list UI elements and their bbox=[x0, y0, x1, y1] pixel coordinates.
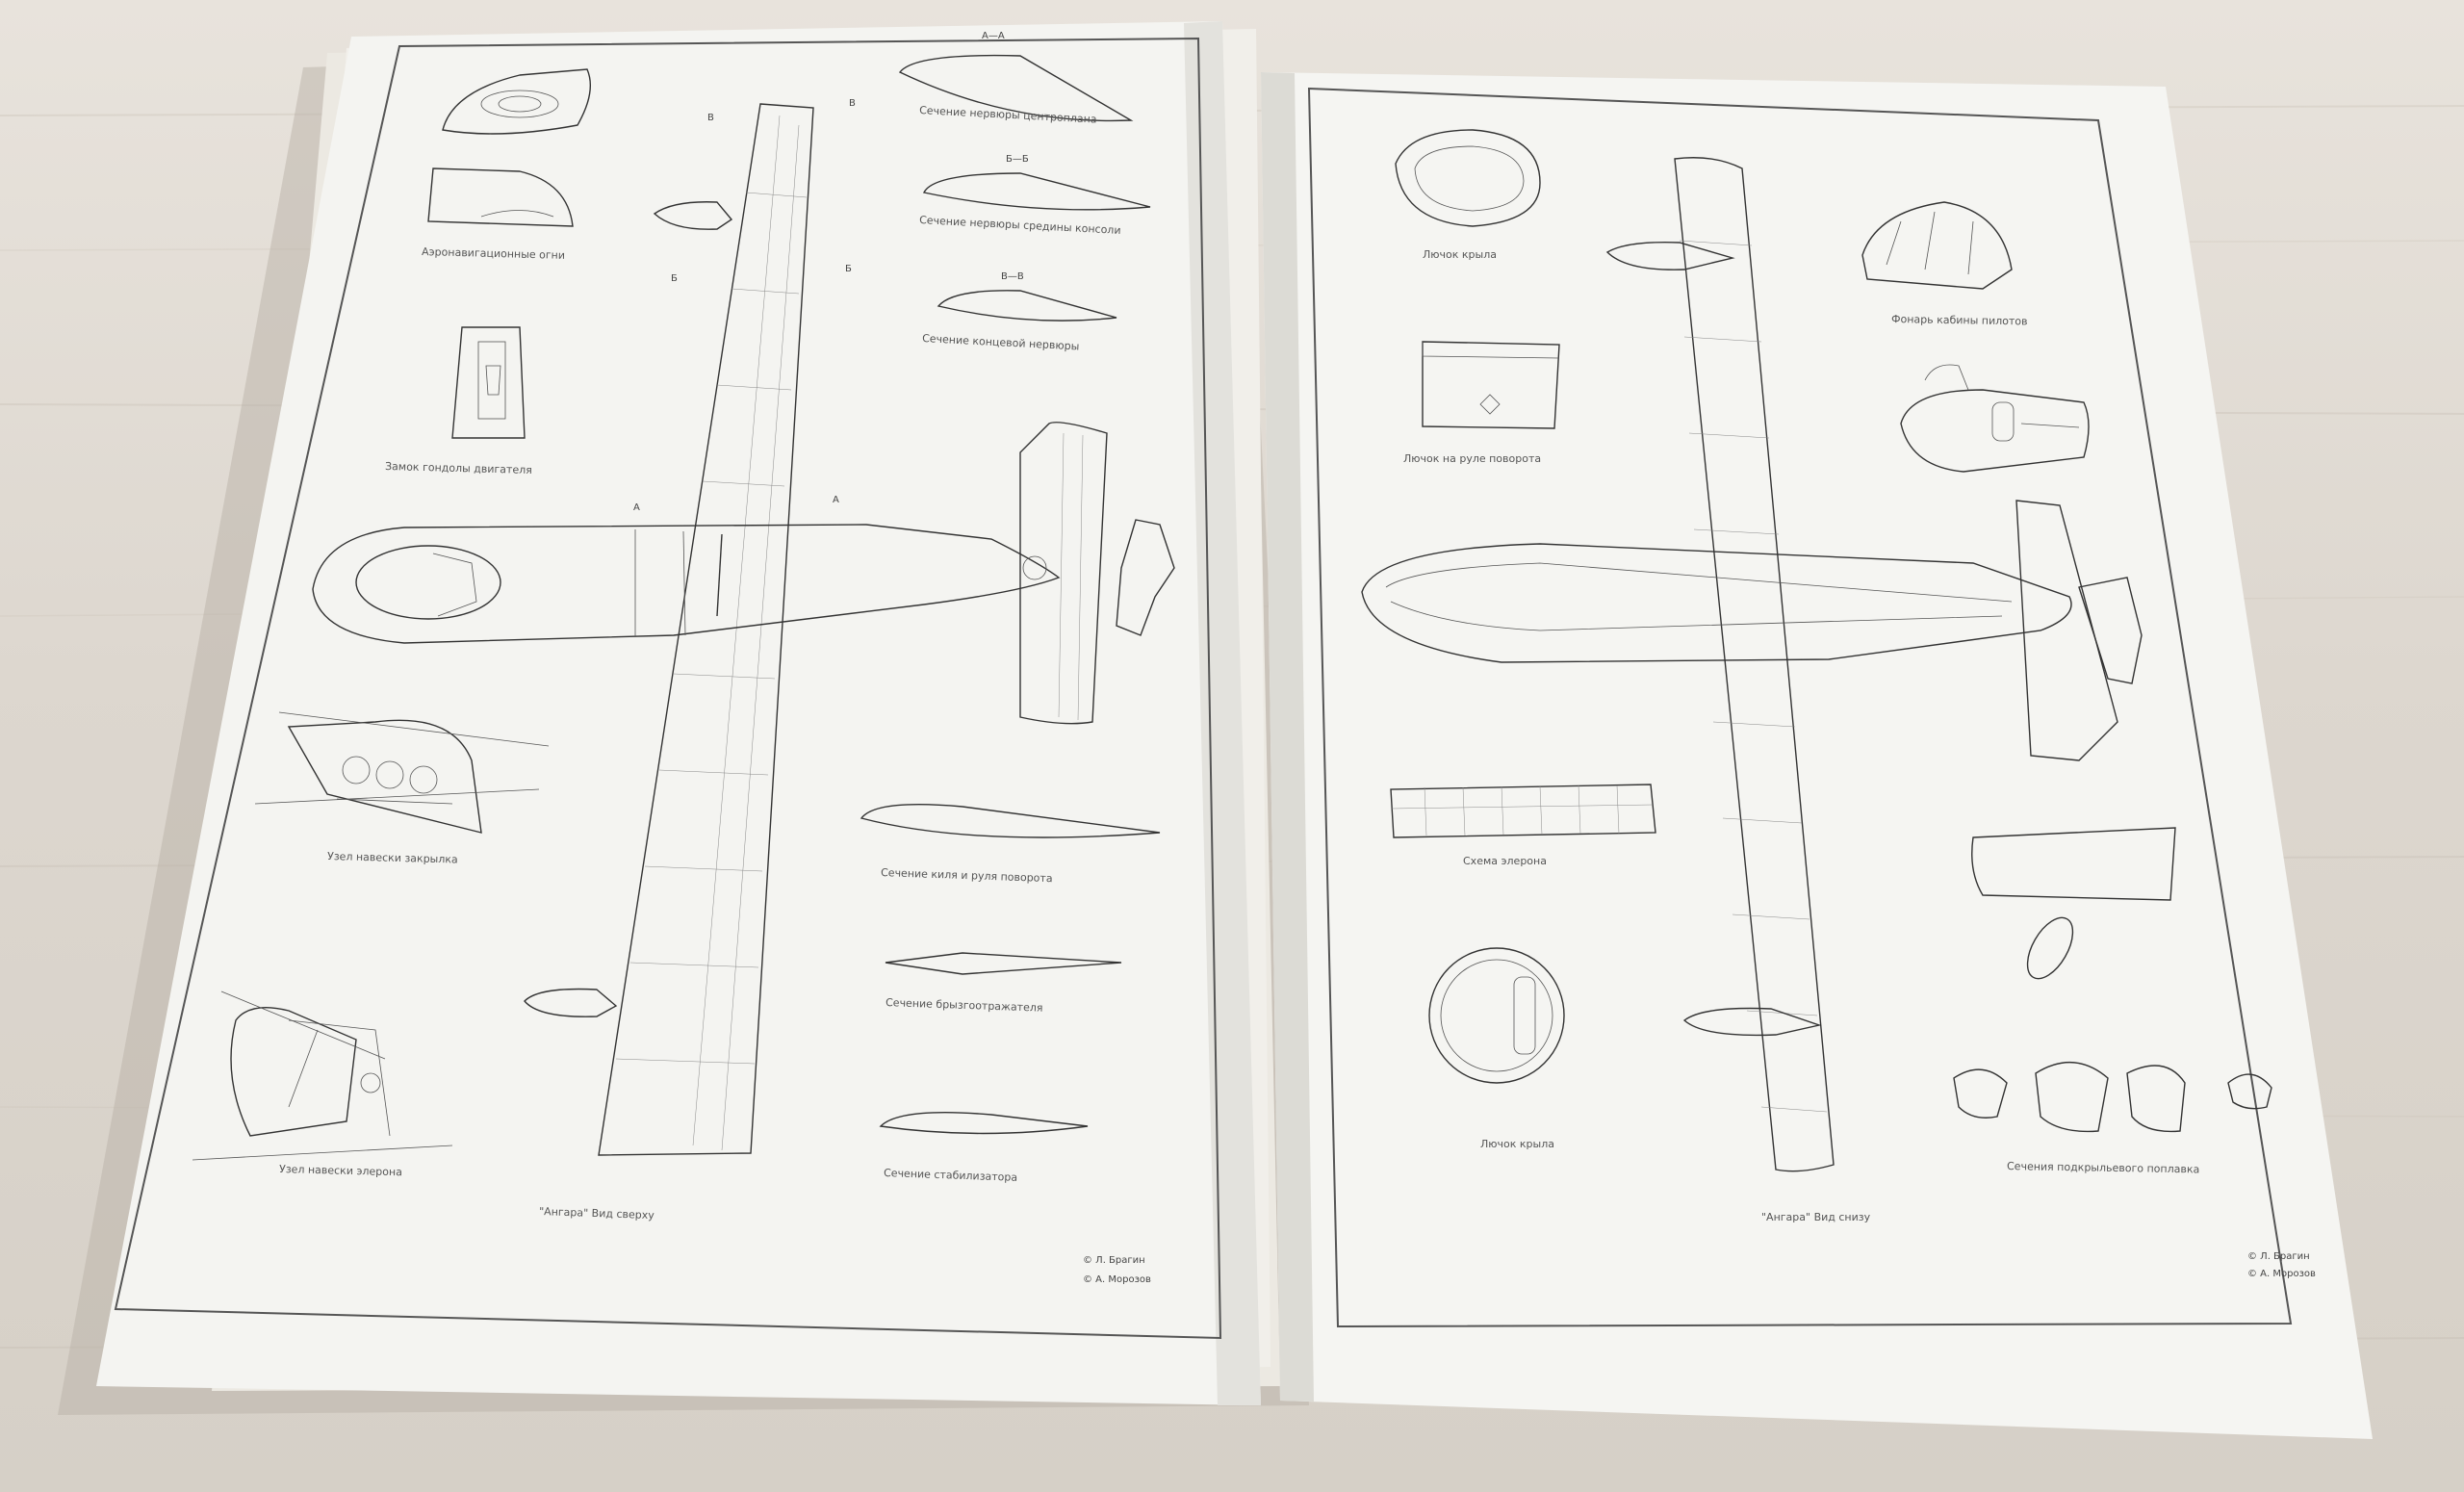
wing-hatch-top-drawing bbox=[1395, 129, 1541, 227]
label-float-sections: Сечения подкрыльевого поплавка bbox=[2007, 1160, 2199, 1175]
section-mark-bb: Б—Б bbox=[1006, 154, 1029, 165]
airframe-bottom-view bbox=[1361, 157, 2143, 1172]
label-wing-hatch-top: Лючок крыла bbox=[1423, 248, 1497, 261]
mark-v-right: В bbox=[849, 98, 856, 109]
mark-b-left: Б bbox=[671, 273, 678, 284]
label-wing-hatch-bottom: Лючок крыла bbox=[1480, 1138, 1554, 1150]
left-drawings bbox=[192, 54, 1175, 1161]
left-page bbox=[96, 21, 1261, 1405]
section-mark-vv: В—В bbox=[1001, 271, 1024, 282]
label-spray-section: Сечение брызгоотражателя bbox=[886, 996, 1043, 1015]
aileron-scheme-drawing bbox=[1390, 784, 1656, 838]
aileron-hinge-drawing bbox=[192, 990, 453, 1161]
left-view-title: "Ангара" Вид сверху bbox=[539, 1205, 655, 1222]
wing-hatch-bottom-drawing bbox=[1428, 947, 1565, 1084]
label-fin-section: Сечение киля и руля поворота bbox=[881, 866, 1053, 885]
section-mark-aa: А—А bbox=[982, 31, 1005, 41]
label-nav-lights: Аэронавигационные огни bbox=[422, 245, 565, 262]
left-credit-2: © А. Морозов bbox=[1083, 1274, 1151, 1285]
label-stab-section: Сечение стабилизатора bbox=[884, 1167, 1017, 1184]
label-aileron-scheme: Схема элерона bbox=[1463, 855, 1547, 867]
book bbox=[58, 21, 2373, 1439]
label-rudder-hatch: Лючок на руле поворота bbox=[1403, 452, 1541, 465]
flap-hinge-drawing bbox=[254, 711, 550, 834]
right-credit-1: © Л. Брагин bbox=[2247, 1251, 2310, 1262]
float-detail-drawing bbox=[1971, 827, 2176, 980]
airframe-top-view bbox=[312, 103, 1175, 1156]
mark-a-left: А bbox=[633, 502, 640, 513]
nav-light-drawing bbox=[427, 68, 591, 227]
label-nacelle-lock: Замок гондолы двигателя bbox=[385, 460, 532, 476]
mark-a-right: А bbox=[833, 495, 839, 505]
nacelle-lock-drawing bbox=[451, 326, 526, 439]
left-credit-1: © Л. Брагин bbox=[1083, 1255, 1145, 1266]
right-view-title: "Ангара" Вид снизу bbox=[1761, 1211, 1871, 1223]
right-drawings bbox=[1361, 129, 2272, 1172]
cabin-drawing bbox=[1900, 364, 2090, 473]
label-cockpit-canopy: Фонарь кабины пилотов bbox=[1891, 313, 2028, 327]
right-credit-2: © А. Морозов bbox=[2247, 1269, 2316, 1279]
mark-v-left: В bbox=[707, 113, 714, 123]
mark-b-right: Б bbox=[845, 264, 852, 274]
canopy-drawing bbox=[1861, 201, 2013, 290]
rudder-hatch-drawing bbox=[1422, 341, 1560, 429]
section-drawings bbox=[860, 54, 1161, 1135]
label-aileron-hinge: Узел навески элерона bbox=[279, 1163, 402, 1178]
label-flap-hinge: Узел навески закрылка bbox=[327, 850, 458, 866]
right-page bbox=[1261, 72, 2373, 1439]
float-section-drawings bbox=[1953, 1062, 2272, 1133]
